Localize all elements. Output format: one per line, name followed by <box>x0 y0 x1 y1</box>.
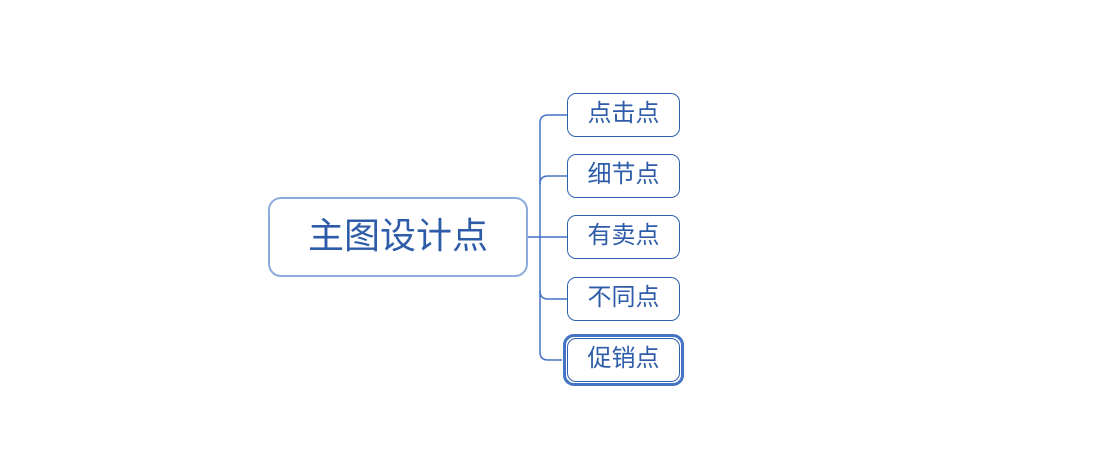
child-topic-node[interactable]: 细节点 <box>567 154 680 198</box>
child-topic-node[interactable]: 不同点 <box>567 277 680 321</box>
connector-branch-2 <box>539 175 567 185</box>
child-topic-node[interactable]: 有卖点 <box>567 215 680 259</box>
child-topic-label: 细节点 <box>587 162 660 188</box>
root-topic-node[interactable]: 主图设计点 <box>268 197 528 277</box>
connector-branch-4 <box>539 290 567 300</box>
child-topic-node[interactable]: 点击点 <box>567 93 680 137</box>
root-topic-label: 主图设计点 <box>307 216 488 256</box>
child-topic-label: 点击点 <box>587 101 660 127</box>
child-topic-label: 有卖点 <box>587 223 660 249</box>
child-topic-label: 促销点 <box>587 346 660 372</box>
child-topic-node[interactable]: 促销点 <box>563 334 684 386</box>
connector-spine <box>539 114 567 361</box>
child-topic-label: 不同点 <box>587 285 660 311</box>
